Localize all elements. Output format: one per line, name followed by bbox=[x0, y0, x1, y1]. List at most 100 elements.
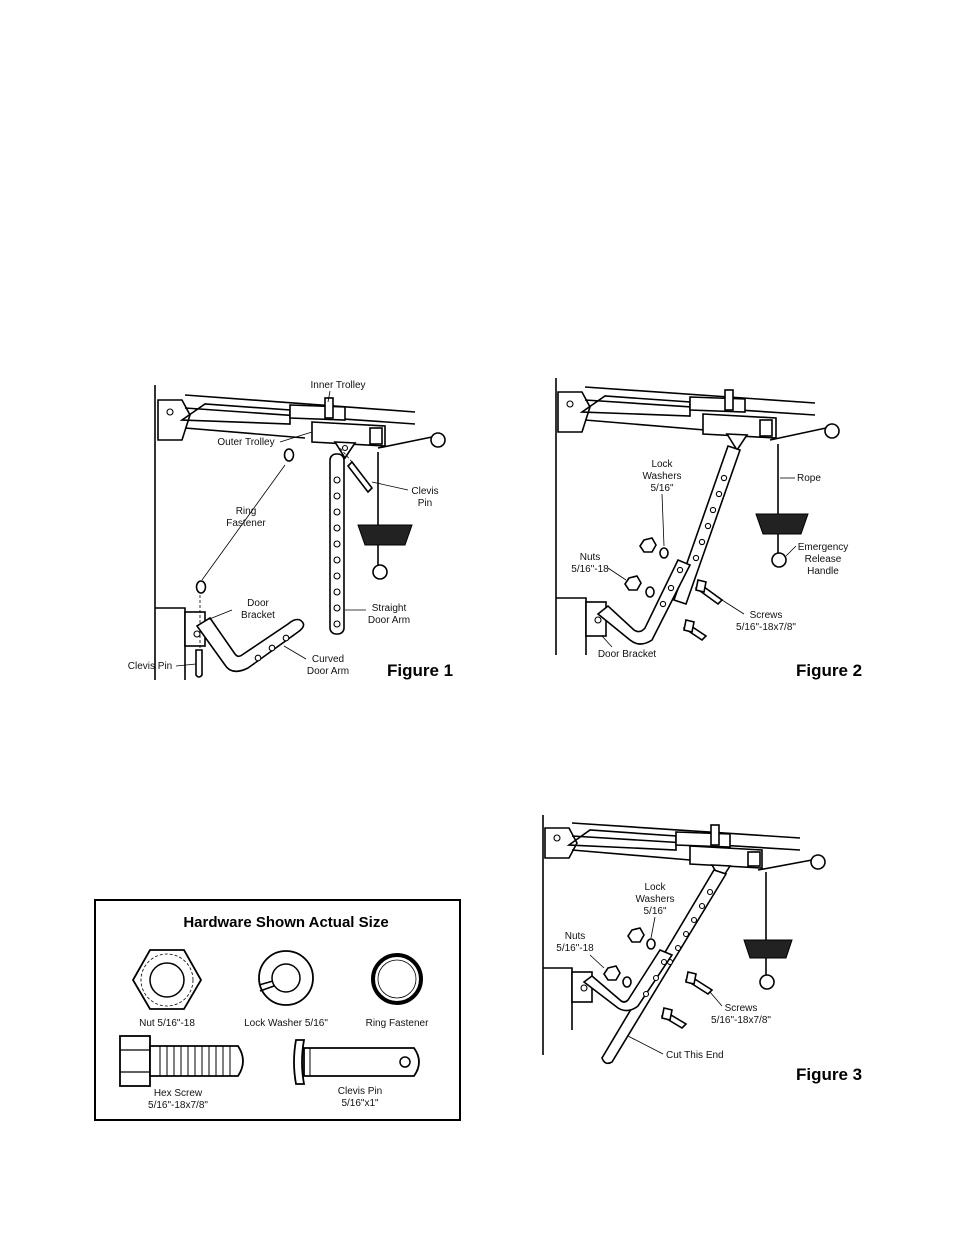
trolley-hole bbox=[341, 444, 349, 452]
label-hex-screw-1: Hex Screw bbox=[154, 1088, 203, 1099]
release-arm bbox=[769, 427, 827, 441]
inner-trolley-pin bbox=[324, 397, 334, 419]
outer-trolley bbox=[689, 845, 763, 869]
curved-arm-holes bbox=[659, 566, 684, 608]
label-nuts-1: Nuts bbox=[580, 552, 601, 563]
curved-door-arm bbox=[582, 949, 674, 1012]
label-outer-trolley: Outer Trolley bbox=[217, 437, 274, 448]
curved-arm-holes bbox=[254, 634, 290, 662]
label-door-bracket: Door Bracket bbox=[598, 649, 657, 660]
rail-tube bbox=[566, 829, 677, 851]
screw-top bbox=[684, 971, 714, 996]
ring-fastener-bottom bbox=[195, 580, 207, 594]
rail-top bbox=[184, 394, 416, 413]
figure-3-title: Figure 3 bbox=[796, 1065, 862, 1084]
clevis-pin-bottom bbox=[195, 649, 203, 678]
label-nuts-2: 5/16"-18 bbox=[571, 564, 609, 575]
inner-trolley-pin bbox=[724, 389, 734, 411]
label-lock-washers-2: Washers bbox=[642, 471, 681, 482]
door-bracket-hole bbox=[580, 984, 588, 992]
release-knob bbox=[824, 423, 840, 439]
inner-trolley bbox=[689, 396, 746, 413]
nut-bottom bbox=[624, 575, 642, 591]
figure-2-title: Figure 2 bbox=[796, 661, 862, 680]
trolley-release bbox=[759, 419, 773, 437]
label-nuts-2: 5/16"-18 bbox=[556, 943, 594, 954]
rail-bottom bbox=[571, 849, 691, 861]
label-lock-washers-2: Washers bbox=[635, 894, 674, 905]
straight-arm-holes bbox=[692, 474, 728, 562]
screw-bottom bbox=[660, 1007, 688, 1030]
leader-emergency bbox=[785, 545, 797, 557]
label-emergency-3: Handle bbox=[807, 566, 839, 577]
label-rope: Rope bbox=[797, 473, 821, 484]
label-ring-fastener-1: Ring bbox=[236, 506, 257, 517]
rail-top bbox=[584, 386, 816, 404]
leader-clevis-pin bbox=[371, 481, 409, 491]
ring-fastener-top bbox=[283, 448, 295, 462]
leader-outer-trolley bbox=[279, 431, 313, 443]
figure-2: Lock Washers 5/16" Rope Nuts 5/16"-18 Em… bbox=[555, 378, 862, 680]
label-screws-1: Screws bbox=[750, 610, 783, 621]
curved-door-arm bbox=[195, 616, 305, 673]
label-screws-1: Screws bbox=[725, 1003, 758, 1014]
leader-nuts bbox=[607, 567, 627, 581]
label-curved-arm-2: Door Arm bbox=[307, 666, 349, 677]
leader-clevis-pin-bottom bbox=[175, 663, 197, 667]
label-screws-2: 5/16"-18x7/8" bbox=[736, 622, 796, 633]
nut-bottom bbox=[603, 965, 621, 981]
leader-curved-arm bbox=[283, 645, 307, 660]
straight-arm-holes bbox=[333, 476, 341, 628]
lock-washer-bottom bbox=[645, 586, 655, 598]
label-ring-fastener: Ring Fastener bbox=[366, 1018, 429, 1029]
lock-washer-top bbox=[659, 547, 669, 559]
handle-ring bbox=[372, 564, 388, 580]
leader-door-bracket bbox=[601, 635, 613, 648]
label-clevis-pin-1: Clevis Pin bbox=[338, 1086, 382, 1097]
label-door-bracket-2: Bracket bbox=[241, 610, 275, 621]
clevis-pin-icon bbox=[293, 1039, 420, 1085]
screw-bottom bbox=[682, 619, 708, 642]
nut-top bbox=[639, 537, 657, 553]
label-lock-washers-1: Lock bbox=[644, 882, 666, 893]
bracket-hole bbox=[166, 408, 174, 416]
ring-fastener-leader bbox=[201, 464, 286, 581]
label-emergency-2: Release bbox=[805, 554, 842, 565]
hex-screw-icon bbox=[119, 1035, 244, 1087]
door-bracket-hole bbox=[594, 616, 602, 624]
label-emergency-1: Emergency bbox=[798, 542, 849, 553]
door-edge bbox=[155, 607, 186, 680]
leader-lock-washers bbox=[661, 493, 665, 547]
door-bracket-hole bbox=[193, 630, 201, 638]
label-clevis-pin-2: 5/16"x1" bbox=[341, 1098, 379, 1109]
bracket-hole bbox=[566, 400, 574, 408]
curved-door-arm bbox=[596, 558, 692, 645]
lock-washer-top bbox=[646, 938, 656, 950]
emergency-handle bbox=[357, 524, 413, 546]
label-curved-arm-1: Curved bbox=[312, 654, 344, 665]
leader-screws bbox=[721, 599, 745, 615]
rail-top bbox=[571, 822, 801, 839]
nut-top bbox=[627, 927, 645, 943]
hex-nut-icon bbox=[131, 949, 203, 1010]
rail-bottom bbox=[584, 419, 706, 431]
label-clevis-pin-1: Clevis bbox=[411, 486, 438, 497]
label-door-bracket-1: Door bbox=[247, 598, 269, 609]
outer-trolley-tab bbox=[725, 433, 749, 452]
straight-arm-holes bbox=[666, 888, 714, 966]
leader-cut-this-end bbox=[627, 1035, 664, 1055]
bracket-hole bbox=[553, 834, 561, 842]
leader-inner-trolley bbox=[327, 390, 331, 403]
label-clevis-pin-2: Pin bbox=[418, 498, 432, 509]
hardware-box: Hardware Shown Actual Size Nut 5/16"-18 … bbox=[94, 899, 461, 1121]
leader-screws bbox=[709, 991, 723, 1007]
leader-lock-washers bbox=[650, 916, 656, 939]
release-knob bbox=[430, 432, 446, 448]
trolley-release bbox=[369, 427, 383, 445]
label-nut: Nut 5/16"-18 bbox=[139, 1018, 195, 1029]
label-clevis-pin-bottom: Clevis Pin bbox=[128, 661, 172, 672]
curved-arm-holes bbox=[642, 958, 668, 998]
label-cut-this-end: Cut This End bbox=[666, 1050, 724, 1061]
figure-3: Lock Washers 5/16" Nuts 5/16"-18 Screws … bbox=[542, 815, 862, 1084]
